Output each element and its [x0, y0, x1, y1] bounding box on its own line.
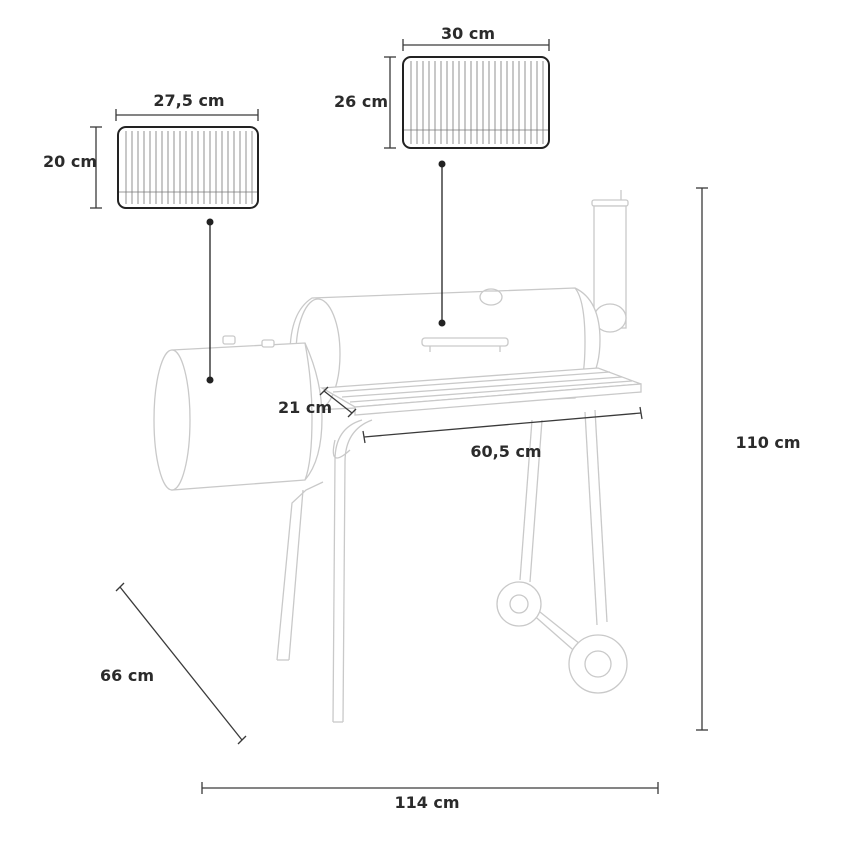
left-grate-width-label: 27,5 cm	[153, 91, 224, 110]
right-grate	[402, 56, 550, 149]
front-shelf	[319, 367, 642, 416]
left-grate-height-label: 20 cm	[43, 152, 97, 171]
right-grate-width-dimension: 30 cm	[402, 24, 550, 51]
right-grate-width-label: 30 cm	[441, 24, 495, 43]
total-depth-label: 66 cm	[100, 666, 154, 685]
left-grate	[117, 126, 259, 209]
shelf-depth-dimension: 21 cm	[278, 386, 357, 418]
shelf-width-label: 60,5 cm	[470, 442, 541, 461]
total-depth-dimension: 66 cm	[100, 582, 247, 745]
right-grate-leader	[438, 160, 446, 327]
frame-and-legs	[276, 409, 608, 723]
total-width-dimension: 114 cm	[201, 782, 659, 812]
right-grate-height-dimension: 26 cm	[334, 56, 396, 149]
total-width-label: 114 cm	[394, 793, 459, 812]
shelf-depth-label: 21 cm	[278, 398, 332, 417]
left-grate-height-dimension: 20 cm	[43, 126, 102, 209]
total-height-label: 110 cm	[735, 433, 800, 452]
left-grate-leader	[206, 218, 214, 384]
smoker-illustration	[153, 190, 642, 723]
total-height-dimension: 110 cm	[696, 187, 801, 731]
left-grate-width-dimension: 27,5 cm	[115, 91, 259, 121]
wheels	[496, 581, 628, 694]
shelf-width-dimension: 60,5 cm	[362, 406, 643, 461]
chimney	[591, 190, 629, 333]
right-grate-height-label: 26 cm	[334, 92, 388, 111]
